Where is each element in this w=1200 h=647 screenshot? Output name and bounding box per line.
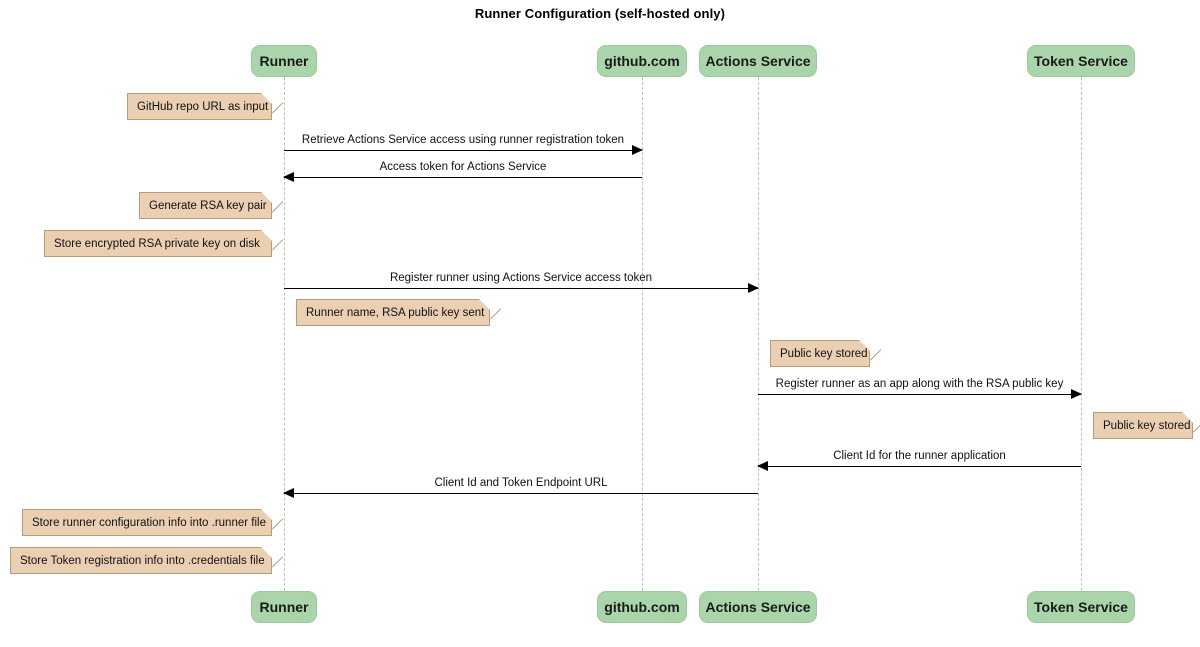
note-store-private-key: Store encrypted RSA private key on disk bbox=[44, 230, 272, 257]
participant-actions-top[interactable]: Actions Service bbox=[699, 45, 817, 77]
participant-actions-bottom[interactable]: Actions Service bbox=[699, 591, 817, 623]
note-store-runner-file: Store runner configuration info into .ru… bbox=[22, 509, 272, 536]
msg-client-id-token-endpoint-line bbox=[283, 488, 758, 498]
arrowhead-left-icon bbox=[757, 461, 768, 471]
arrowhead-right-icon bbox=[632, 145, 643, 155]
participant-token-bottom[interactable]: Token Service bbox=[1027, 591, 1135, 623]
msg-register-runner-label: Register runner using Actions Service ac… bbox=[389, 272, 653, 284]
arrowhead-right-icon bbox=[748, 283, 759, 293]
note-public-key-token: Public key stored bbox=[1093, 412, 1193, 439]
msg-register-app-rsa-label: Register runner as an app along with the… bbox=[775, 378, 1064, 390]
note-generate-rsa: Generate RSA key pair bbox=[139, 192, 272, 219]
participant-github-top[interactable]: github.com bbox=[597, 45, 687, 77]
msg-client-id-runner-app-line bbox=[757, 461, 1081, 471]
arrowhead-left-icon bbox=[283, 172, 294, 182]
note-runner-name-key: Runner name, RSA public key sent bbox=[296, 299, 490, 326]
note-public-key-actions: Public key stored bbox=[770, 340, 870, 367]
lifeline-runner bbox=[284, 77, 285, 591]
msg-register-app-rsa-line bbox=[758, 389, 1082, 399]
msg-access-token-line bbox=[283, 172, 642, 182]
lifeline-actions bbox=[758, 77, 759, 591]
msg-retrieve-actions-access-line bbox=[284, 145, 643, 155]
msg-access-token-label: Access token for Actions Service bbox=[379, 161, 547, 173]
arrowhead-left-icon bbox=[283, 488, 294, 498]
participant-token-top[interactable]: Token Service bbox=[1027, 45, 1135, 77]
arrowhead-right-icon bbox=[1071, 389, 1082, 399]
msg-register-runner-line bbox=[284, 283, 759, 293]
note-github-repo-url: GitHub repo URL as input bbox=[127, 93, 272, 120]
note-store-credentials: Store Token registration info into .cred… bbox=[10, 547, 272, 574]
participant-runner-bottom[interactable]: Runner bbox=[251, 591, 317, 623]
participant-runner-top[interactable]: Runner bbox=[251, 45, 317, 77]
msg-client-id-runner-app-label: Client Id for the runner application bbox=[833, 450, 1006, 462]
participant-github-bottom[interactable]: github.com bbox=[597, 591, 687, 623]
lifeline-token bbox=[1081, 77, 1082, 591]
lifeline-github bbox=[642, 77, 643, 591]
diagram-title: Runner Configuration (self-hosted only) bbox=[474, 6, 726, 21]
msg-retrieve-actions-access-label: Retrieve Actions Service access using ru… bbox=[301, 134, 625, 146]
msg-client-id-token-endpoint-label: Client Id and Token Endpoint URL bbox=[434, 477, 608, 489]
